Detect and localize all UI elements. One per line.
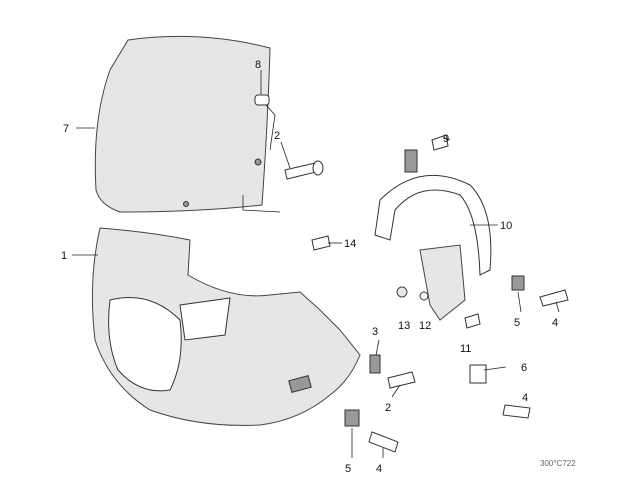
clip-5-bottom[interactable] bbox=[344, 409, 360, 427]
callout-7: 7 bbox=[63, 123, 69, 135]
clip-6[interactable] bbox=[469, 364, 487, 384]
callout-1: 1 bbox=[61, 250, 67, 262]
bolt-2-bottom[interactable] bbox=[387, 371, 416, 389]
windshield-part[interactable] bbox=[94, 35, 271, 213]
bolt-4-bottom[interactable] bbox=[368, 431, 399, 453]
callout-14: 14 bbox=[344, 238, 356, 250]
callout-5: 5 bbox=[514, 317, 520, 329]
nut-13[interactable] bbox=[396, 286, 408, 298]
bracket-tab bbox=[404, 149, 418, 173]
clip-5-right[interactable] bbox=[511, 275, 525, 291]
fairing-vent bbox=[288, 375, 312, 393]
callout-5: 5 bbox=[345, 463, 351, 475]
bracket-support bbox=[419, 244, 466, 321]
guide-line bbox=[242, 195, 281, 213]
callout-12: 12 bbox=[419, 320, 431, 332]
callout-3: 3 bbox=[372, 326, 378, 338]
guide-line bbox=[265, 104, 276, 151]
clip-3[interactable] bbox=[369, 354, 381, 374]
washer-12[interactable] bbox=[419, 291, 429, 301]
fairing-side-panel bbox=[179, 297, 231, 341]
fairing-headlight-recess bbox=[108, 297, 182, 392]
callout-13: 13 bbox=[398, 320, 410, 332]
callout-8: 8 bbox=[255, 59, 261, 71]
callout-4: 4 bbox=[376, 463, 382, 475]
bracket-part[interactable] bbox=[374, 174, 492, 276]
callout-11: 11 bbox=[460, 343, 471, 355]
callout-9: 9 bbox=[443, 133, 449, 145]
callout-4: 4 bbox=[552, 317, 558, 329]
bolt-head bbox=[312, 160, 324, 176]
windshield-mount-hole bbox=[183, 201, 189, 207]
diagram-reference-code: 300°C722 bbox=[540, 459, 576, 468]
screw-8[interactable] bbox=[254, 94, 270, 106]
screw-bracket[interactable] bbox=[464, 313, 481, 329]
screw-14[interactable] bbox=[311, 235, 331, 251]
callout-6: 6 bbox=[521, 362, 527, 374]
callout-2: 2 bbox=[274, 130, 280, 142]
windshield-mount-hole bbox=[254, 158, 262, 166]
callout-4: 4 bbox=[522, 392, 528, 404]
callout-2: 2 bbox=[385, 402, 391, 414]
screw-9[interactable] bbox=[431, 134, 449, 151]
bolt-4-middle[interactable] bbox=[502, 404, 531, 419]
callout-10: 10 bbox=[500, 220, 512, 232]
leader-lines bbox=[72, 70, 560, 458]
bolt-2-top[interactable] bbox=[284, 162, 317, 180]
bolt-4-right[interactable] bbox=[539, 289, 569, 307]
